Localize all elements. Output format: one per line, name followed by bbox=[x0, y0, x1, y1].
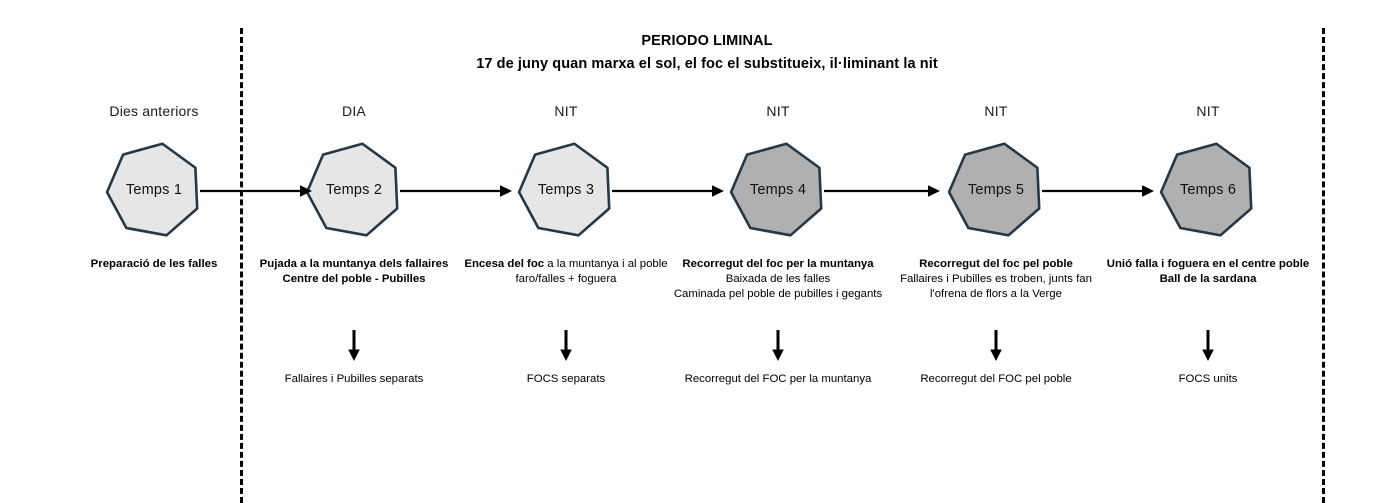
stage-caption-1: Preparació de les falles bbox=[45, 257, 263, 272]
stage-caption-headline-bold-6: Unió falla i foguera en el centre poble bbox=[1106, 258, 1310, 270]
connector-arrow-4-to-5 bbox=[824, 184, 940, 198]
outcome-arrow-5 bbox=[988, 330, 1004, 362]
stage-caption-headline-bold-5: Recorregut del foc pel poble bbox=[919, 258, 1073, 270]
title-line-2: 17 de juny quan marxa el sol, el foc el … bbox=[476, 56, 938, 72]
stage-caption-sub-2-1: Centre del poble - Pubilles bbox=[282, 273, 426, 286]
connector-arrow-1-to-2 bbox=[200, 184, 312, 198]
phase-label-5: NIT bbox=[984, 103, 1008, 119]
stage-column-4: NIT Temps 4 Recorregut del foc per la munt… bbox=[672, 0, 884, 503]
stage-node-3[interactable]: Temps 3 bbox=[516, 141, 616, 239]
stage-caption-headline-bold-3: Encesa del foc bbox=[464, 258, 545, 270]
phase-label-6: NIT bbox=[1196, 103, 1220, 119]
stage-caption-headline-bold-2: Pujada a la muntanya dels fallaires bbox=[259, 258, 449, 270]
diagram-title: PERIODO LIMINAL 17 de juny quan marxa el… bbox=[0, 32, 1388, 74]
outcome-arrow-6 bbox=[1200, 330, 1216, 362]
outcome-label-5: Recorregut del FOC pel poble bbox=[920, 373, 1072, 385]
stage-column-6: NIT Temps 6 Unió falla i foguera en el cen… bbox=[1102, 0, 1314, 503]
outcome-label-3: FOCS separats bbox=[526, 373, 606, 385]
outcome-label-4: Recorregut del FOC per la muntanya bbox=[684, 373, 872, 385]
liminal-period-end-divider bbox=[1322, 28, 1325, 503]
stage-caption-sub-3-1: faro/falles + foguera bbox=[515, 273, 617, 286]
stage-caption-sub-5-2: l'ofrena de flors a la Verge bbox=[930, 288, 1062, 301]
title-line-1: PERIODO LIMINAL bbox=[641, 33, 773, 49]
stage-caption-headline-3: Encesa del foc a la muntanya i al poble bbox=[457, 257, 675, 272]
stage-caption-sub-4-1: Baixada de les falles bbox=[725, 273, 831, 286]
stage-column-2: DIA Temps 2 Pujada a la muntanya dels fall… bbox=[248, 0, 460, 503]
connector-arrow-2-to-3 bbox=[400, 184, 512, 198]
connector-arrow-5-to-6 bbox=[1042, 184, 1154, 198]
stage-caption-headline-tail-3: a la muntanya i al poble bbox=[544, 258, 668, 270]
phase-label-2: DIA bbox=[342, 103, 366, 119]
stage-caption-headline-bold-4: Recorregut del foc per la muntanya bbox=[682, 258, 874, 270]
stage-caption-headline-6: Unió falla i foguera en el centre poble bbox=[1099, 257, 1317, 272]
outcome-label-2: Fallaires i Pubilles separats bbox=[284, 373, 424, 385]
stage-caption-headline-2: Pujada a la muntanya dels fallaires bbox=[245, 257, 463, 272]
outcome-arrow-3 bbox=[558, 330, 574, 362]
stage-caption-sub-5-1: Fallaires i Pubilles es troben, junts fa… bbox=[900, 273, 1092, 286]
connector-arrow-3-to-4 bbox=[612, 184, 724, 198]
phase-label-3: NIT bbox=[554, 103, 578, 119]
phase-label-1: Dies anteriors bbox=[109, 103, 199, 119]
stage-caption-sub-4-2: Caminada pel poble de pubilles i gegants bbox=[673, 288, 883, 301]
stage-caption-headline-5: Recorregut del foc pel poble bbox=[876, 257, 1116, 272]
phase-label-4: NIT bbox=[766, 103, 790, 119]
stage-caption-sub-6-1: Ball de la sardana bbox=[1159, 273, 1257, 286]
stage-caption-headline-4: Recorregut del foc per la muntanya bbox=[658, 257, 898, 272]
stage-node-1[interactable]: Temps 1 bbox=[104, 141, 204, 239]
outcome-label-6: FOCS units bbox=[1178, 373, 1238, 385]
stage-caption-headline-1: Preparació de les falles bbox=[45, 257, 263, 272]
stage-node-5[interactable]: Temps 5 bbox=[946, 141, 1046, 239]
stage-node-6[interactable]: Temps 6 bbox=[1158, 141, 1258, 239]
outcome-arrow-4 bbox=[770, 330, 786, 362]
stage-caption-headline-bold-1: Preparació de les falles bbox=[90, 258, 218, 270]
stage-column-3: NIT Temps 3 Encesa del foc a la muntanya i… bbox=[460, 0, 672, 503]
liminal-period-start-divider bbox=[240, 28, 243, 503]
stage-node-2[interactable]: Temps 2 bbox=[304, 141, 404, 239]
stage-node-4[interactable]: Temps 4 bbox=[728, 141, 828, 239]
outcome-arrow-2 bbox=[346, 330, 362, 362]
